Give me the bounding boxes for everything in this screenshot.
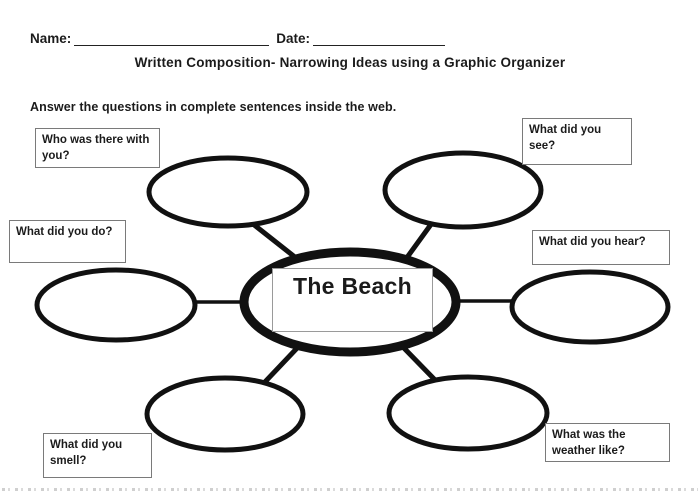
page-title: Written Composition- Narrowing Ideas usi… — [134, 55, 566, 70]
name-date-row: Name: Date: — [30, 31, 446, 46]
center-topic-box: The Beach — [272, 268, 433, 332]
oval-right — [509, 269, 671, 345]
instruction-text: Answer the questions in complete sentenc… — [30, 100, 397, 114]
name-blank-line — [74, 32, 270, 46]
connector-bottom-left — [260, 342, 303, 387]
oval-left — [34, 267, 198, 343]
question-box-weather: What was the weather like? — [545, 423, 670, 462]
oval-top-right — [382, 150, 544, 230]
center-topic-text: The Beach — [292, 273, 412, 299]
question-text: What did you do? — [16, 226, 113, 238]
question-box-smell: What did you smell? — [43, 433, 152, 478]
question-box-see: What did you see? — [522, 118, 632, 165]
connector-bottom-right — [397, 341, 440, 385]
question-text: What was the weather like? — [552, 429, 626, 457]
question-text: What did you see? — [529, 124, 602, 152]
oval-bottom-right — [386, 374, 550, 452]
page-bottom-cutoff-artifact — [2, 488, 698, 491]
oval-top-left — [146, 155, 310, 229]
question-text: What did you smell? — [50, 439, 123, 467]
name-label: Name: — [30, 31, 72, 46]
date-label: Date: — [276, 31, 311, 46]
question-text: Who was there with you? — [42, 134, 150, 162]
question-box-hear: What did you hear? — [532, 230, 670, 265]
question-text: What did you hear? — [539, 236, 646, 248]
date-blank-line — [313, 32, 446, 46]
question-box-who-with: Who was there with you? — [35, 128, 160, 168]
question-box-do: What did you do? — [9, 220, 126, 263]
oval-bottom-left — [144, 375, 306, 453]
